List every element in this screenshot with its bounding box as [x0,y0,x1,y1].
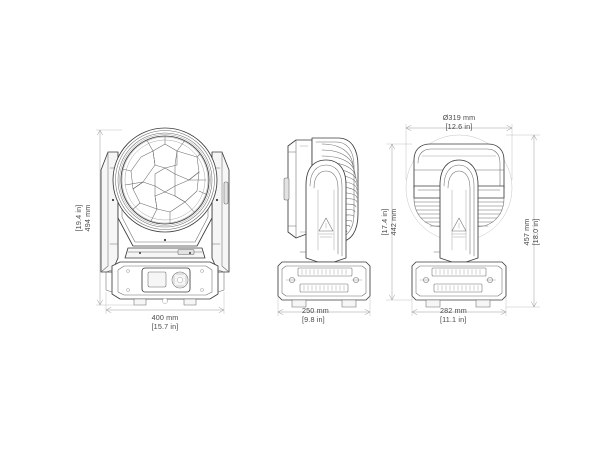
rear-base-vent-lower [437,285,479,291]
side-base-vent-lower [303,285,345,291]
rear-height-inner-value-mm: 442 mm [389,209,398,236]
rear-diameter-value-mm: Ø319 mm [443,113,476,122]
side-view [277,137,371,308]
side-base-vent-upper [301,269,347,275]
front-width-value-mm: 400 mm [152,313,179,322]
side-depth-dimension: 250 mm [9.8 in] [277,296,371,324]
rear-base [411,261,507,308]
front-height-value-mm: 494 mm [83,205,92,232]
rear-base-vent-upper [435,269,481,275]
rear-height-outer-value-in: [18.0 in] [531,219,540,246]
rear-diameter-dimension: Ø319 mm [12.6 in] [405,113,513,180]
rear-height-inner-value-in: [17.4 in] [380,209,389,236]
side-depth-value-in: [9.8 in] [302,315,325,324]
front-view [100,127,230,306]
rear-view [405,134,513,308]
side-warning-label [318,217,334,238]
front-head-trim [124,238,206,259]
rear-height-outer-dimension: 457 mm [18.0 in] [506,134,540,308]
rear-width-value-in: [11.1 in] [440,315,466,324]
side-base [277,261,371,308]
front-width-value-in: [15.7 in] [152,322,179,331]
rear-height-inner-dimension: 442 mm [17.4 in] [380,143,412,301]
front-width-dimension: 400 mm [15.7 in] [105,292,225,331]
rear-width-value-mm: 282 mm [440,306,467,315]
rear-diameter-value-in: [12.6 in] [446,122,473,131]
rear-height-outer-value-mm: 457 mm [522,219,531,246]
side-depth-value-mm: 250 mm [302,306,329,315]
rear-yoke [433,159,479,263]
front-lens-bezel [112,127,218,233]
side-yoke [299,159,347,263]
front-base [105,261,225,306]
front-height-value-in: [19.4 in] [74,205,83,232]
rear-heatsink-fins-right [476,197,505,228]
rear-warning-label [451,217,467,238]
rear-heatsink-fins-left [413,197,442,228]
front-base-navpad [171,271,189,289]
front-height-dimension: 494 mm [19.4 in] [74,129,136,306]
rear-width-dimension: 282 mm [11.1 in] [411,296,507,324]
